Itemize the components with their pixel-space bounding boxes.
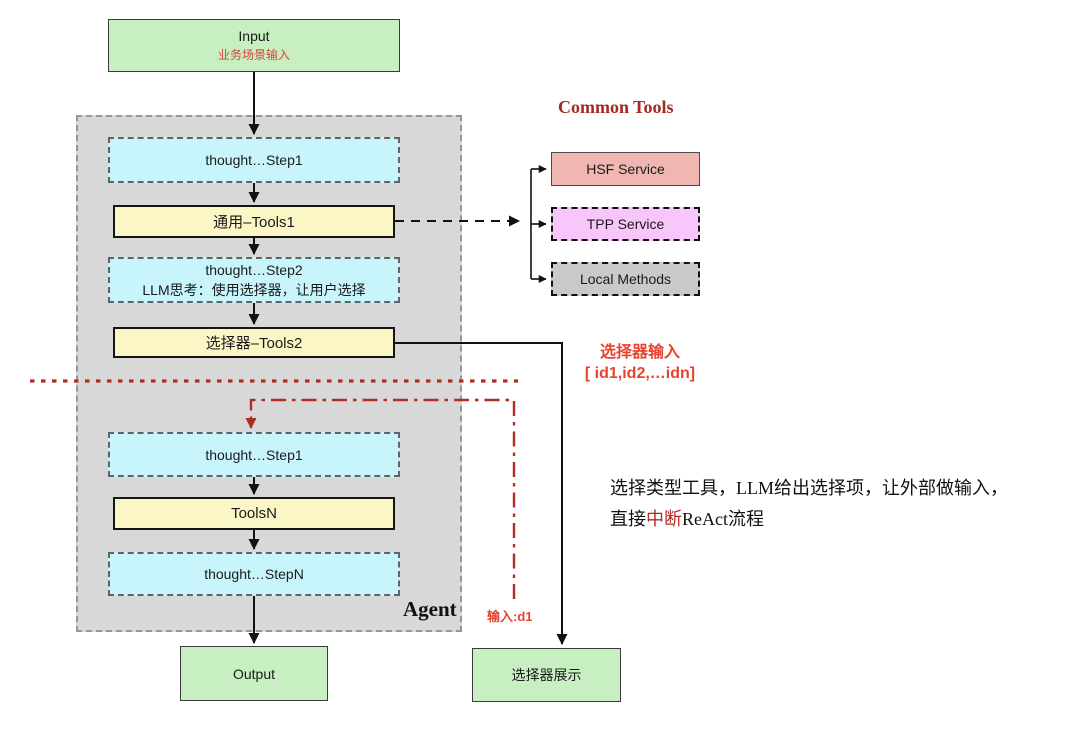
selector-input-line1: 选择器输入 (599, 344, 680, 361)
tpp-service-node[interactable]: TPP Service (551, 207, 700, 241)
note-paragraph: 选择类型工具，LLM给出选择项，让外部做输入， 直接中断ReAct流程 (610, 473, 1030, 535)
tpp-service-label: TPP Service (586, 216, 665, 232)
hsf-service-label: HSF Service (586, 161, 665, 177)
tools1-node[interactable]: 通用–Tools1 (113, 205, 395, 238)
selector-display-node[interactable]: 选择器展示 (472, 648, 621, 702)
note-line2: 直接中断ReAct流程 (610, 504, 1030, 535)
note-line1: 选择类型工具，LLM给出选择项，让外部做输入， (610, 478, 1008, 498)
common-tools-title: Common Tools (558, 97, 674, 117)
toolsN-label: ToolsN (231, 505, 277, 522)
note-line2-prefix: 直接 (610, 509, 646, 529)
selector-display-label: 选择器展示 (511, 667, 582, 683)
input-title: Input (238, 28, 270, 44)
thought-step1-top-node[interactable]: thought…Step1 (108, 137, 400, 183)
thought-step1-bottom-node[interactable]: thought…Step1 (108, 432, 400, 477)
local-methods-node[interactable]: Local Methods (551, 262, 700, 296)
thought-step2-line2: LLM思考：使用选择器，让用户选择 (142, 282, 366, 298)
output-label: Output (232, 665, 276, 682)
note-line2-suffix: ReAct流程 (682, 509, 764, 529)
thought-step2-node[interactable]: thought…Step2 LLM思考：使用选择器，让用户选择 (108, 257, 400, 303)
toolsN-node[interactable]: ToolsN (113, 497, 395, 530)
input-subtitle: 业务场景输入 (217, 48, 290, 62)
tools1-label: 通用–Tools1 (213, 214, 295, 231)
thought-step1-top-label: thought…Step1 (205, 152, 303, 168)
thought-stepN-label: thought…StepN (204, 566, 304, 582)
local-methods-label: Local Methods (579, 271, 672, 287)
tools2-label: 选择器–Tools2 (205, 335, 303, 352)
thought-step2-line1: thought…Step2 (205, 262, 303, 278)
thought-stepN-node[interactable]: thought…StepN (108, 552, 400, 596)
hsf-service-node[interactable]: HSF Service (551, 152, 700, 186)
thought-step1-bottom-label: thought…Step1 (205, 446, 303, 463)
input-d1-annotation: 输入:d1 (487, 609, 533, 624)
selector-input-line2: [ id1,id2,…idn] (584, 365, 696, 382)
agent-label: Agent (403, 597, 457, 621)
note-line2-highlight: 中断 (646, 509, 682, 529)
selector-input-annotation: 选择器输入 [ id1,id2,…idn] (570, 342, 710, 384)
output-node[interactable]: Output (180, 646, 328, 701)
tools2-node[interactable]: 选择器–Tools2 (113, 327, 395, 358)
input-node[interactable]: Input 业务场景输入 (108, 19, 400, 72)
